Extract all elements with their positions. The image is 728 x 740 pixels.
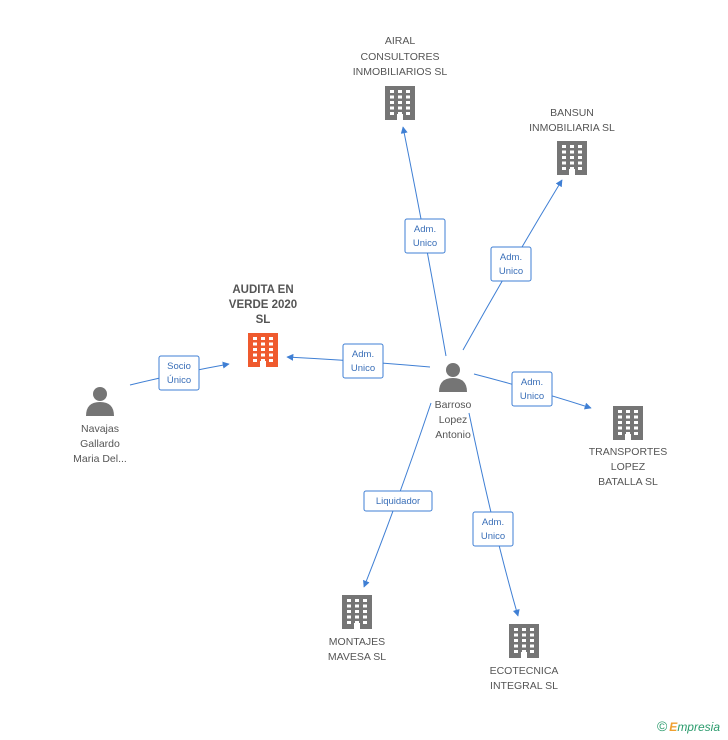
node-label: TRANSPORTES xyxy=(589,446,668,458)
node-label: ECOTECNICA xyxy=(490,665,559,677)
node-label: Barroso xyxy=(435,399,472,411)
edge-label-text: Adm. xyxy=(500,252,522,263)
edge-label-box xyxy=(342,343,384,379)
edge-label-barroso-airal[interactable]: Adm. Unico xyxy=(404,218,446,254)
node-label: LOPEZ xyxy=(611,461,646,473)
building-icon xyxy=(613,406,643,440)
edge-label-box xyxy=(363,490,433,512)
edge-label-barroso-ecotecnica[interactable]: Adm. Unico xyxy=(472,511,514,547)
footer-brand: ©Empresia xyxy=(657,718,720,734)
edge-label-text: Adm. xyxy=(414,224,436,235)
node-label: Maria Del... xyxy=(73,453,127,465)
node-airal[interactable]: AIRAL CONSULTORES INMOBILIARIOS SL xyxy=(353,35,448,120)
node-label: Gallardo xyxy=(80,438,120,450)
edge-label-box xyxy=(158,355,200,391)
brand-initial: E xyxy=(669,720,678,734)
edge-label-barroso-bansun[interactable]: Adm. Unico xyxy=(490,246,532,282)
node-label: MAVESA SL xyxy=(328,651,386,663)
building-icon xyxy=(248,333,278,367)
building-icon xyxy=(385,86,415,120)
edge-label-text: Adm. xyxy=(521,377,543,388)
edge-label-text: Socio xyxy=(167,361,191,372)
node-label: MONTAJES xyxy=(329,636,385,648)
edge-label-box xyxy=(511,371,553,407)
edge-label-text: Unico xyxy=(413,238,437,249)
node-montajes[interactable]: MONTAJES MAVESA SL xyxy=(328,595,386,663)
edge-label-box xyxy=(490,246,532,282)
building-icon xyxy=(342,595,372,629)
node-label: AUDITA EN xyxy=(232,284,293,296)
edge-label-text: Unico xyxy=(351,363,375,374)
person-icon xyxy=(86,387,114,416)
node-label: SL xyxy=(256,314,271,326)
node-label: INTEGRAL SL xyxy=(490,680,558,692)
node-ecotecnica[interactable]: ECOTECNICA INTEGRAL SL xyxy=(490,624,559,692)
edge-label-barroso-transportes[interactable]: Adm. Unico xyxy=(511,371,553,407)
node-label: VERDE 2020 xyxy=(229,299,297,311)
copyright-symbol: © xyxy=(656,718,668,734)
edge-label-text: Unico xyxy=(481,531,505,542)
node-label: INMOBILIARIOS SL xyxy=(353,66,448,78)
node-transportes[interactable]: TRANSPORTES LOPEZ BATALLA SL xyxy=(589,406,668,488)
edge-label-text: Unico xyxy=(520,391,544,402)
edge-label-text: Adm. xyxy=(352,349,374,360)
edge-label-text: Unico xyxy=(499,266,523,277)
node-label: BATALLA SL xyxy=(598,476,658,488)
building-icon xyxy=(557,141,587,175)
node-label: INMOBILIARIA SL xyxy=(529,122,615,134)
edge-label-box xyxy=(404,218,446,254)
node-label: CONSULTORES xyxy=(361,51,440,63)
node-bansun[interactable]: BANSUN INMOBILIARIA SL xyxy=(529,107,615,175)
edge-label-text: Único xyxy=(167,375,191,386)
brand-name: mpresia xyxy=(677,720,720,734)
edge-label-text: Adm. xyxy=(482,517,504,528)
edge-label-box xyxy=(472,511,514,547)
node-label: BANSUN xyxy=(550,107,594,119)
edge-label-barroso-audita[interactable]: Adm. Unico xyxy=(342,343,384,379)
building-icon xyxy=(509,624,539,658)
edge-label-text: Liquidador xyxy=(376,496,420,507)
edge-label-barroso-montajes[interactable]: Liquidador xyxy=(363,490,433,512)
person-icon xyxy=(439,363,467,392)
node-label: Navajas xyxy=(81,423,119,435)
node-label: AIRAL xyxy=(385,35,416,47)
node-label: Antonio xyxy=(435,429,471,441)
node-label: Lopez xyxy=(439,414,468,426)
